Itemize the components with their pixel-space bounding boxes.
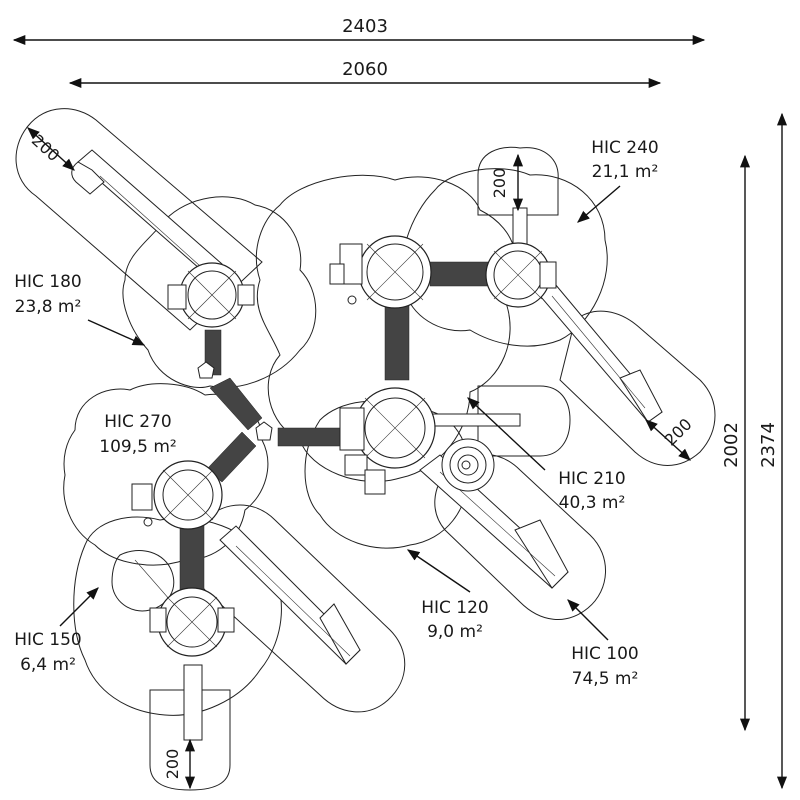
hic100-name: HIC 100 <box>571 644 639 664</box>
hic180-area: 23,8 m² <box>15 297 82 317</box>
net-bridge-top <box>429 261 493 287</box>
equipment <box>71 149 663 741</box>
zone-slide-lower-right <box>434 453 606 620</box>
zone-hic240-post <box>477 146 559 216</box>
hic120-arrow <box>406 549 471 593</box>
hic120-name: HIC 120 <box>421 598 489 618</box>
platform-small-2 <box>255 421 273 441</box>
dim-line-200-top-left <box>27 127 75 171</box>
dim-label-2403: 2403 <box>342 16 388 37</box>
zone-bottom-post <box>149 689 231 791</box>
dim-label-2060: 2060 <box>342 59 388 80</box>
hic240-arrow <box>577 185 621 223</box>
net-bridge-vertical <box>384 299 410 381</box>
hic270-area: 109,5 m² <box>99 437 176 457</box>
hic120-area: 9,0 m² <box>427 622 483 642</box>
zone-hic210-platform <box>477 385 571 457</box>
hic180-name: HIC 180 <box>14 272 82 292</box>
hic210-area: 40,3 m² <box>559 493 626 513</box>
zone-tower-top-left <box>122 196 317 388</box>
hic180-arrow <box>87 319 146 346</box>
dim-label-2002: 2002 <box>721 422 742 468</box>
hic150-name: HIC 150 <box>14 630 82 650</box>
hic150-arrow <box>59 587 99 627</box>
bridge-center <box>277 427 341 447</box>
platform-small-1 <box>197 361 215 379</box>
hic240-name: HIC 240 <box>591 138 659 158</box>
hic240-area: 21,1 m² <box>592 162 659 182</box>
dim-line-200-right <box>645 419 691 461</box>
zone-tower-left <box>63 383 269 566</box>
ramp-upper <box>209 377 263 431</box>
dim-label-200-bottom: 200 <box>163 749 182 780</box>
hic-labels: HIC 240 21,1 m² HIC 180 23,8 m² HIC 270 … <box>14 138 659 689</box>
dim-label-200-top-left: 200 <box>28 131 63 166</box>
hic100-arrow <box>567 599 609 641</box>
hic210-arrow <box>467 397 546 471</box>
tower-top-center <box>329 235 432 309</box>
dim-label-2374: 2374 <box>758 422 779 468</box>
tower-top-left <box>167 262 255 328</box>
tower-top-right <box>485 242 557 308</box>
slide-lower-right <box>419 454 569 589</box>
tower-center <box>339 387 436 495</box>
hic210-name: HIC 210 <box>558 469 626 489</box>
post-bottom <box>183 664 203 741</box>
tower-bottom <box>149 587 235 657</box>
slide-top-left <box>71 149 223 277</box>
post-top-right <box>512 207 528 245</box>
dim-label-200-top-right: 200 <box>490 168 509 199</box>
tower-left <box>131 460 223 530</box>
dim-label-200-right: 200 <box>661 415 696 450</box>
spiral-slide <box>441 438 495 492</box>
hic150-area: 6,4 m² <box>20 655 76 675</box>
zone-slide-right <box>559 310 716 466</box>
zone-central-cloud <box>256 174 517 482</box>
slide-right <box>534 277 663 423</box>
hic100-area: 74,5 m² <box>572 669 639 689</box>
slide-bottom-left <box>219 525 361 665</box>
hic270-name: HIC 270 <box>104 412 172 432</box>
